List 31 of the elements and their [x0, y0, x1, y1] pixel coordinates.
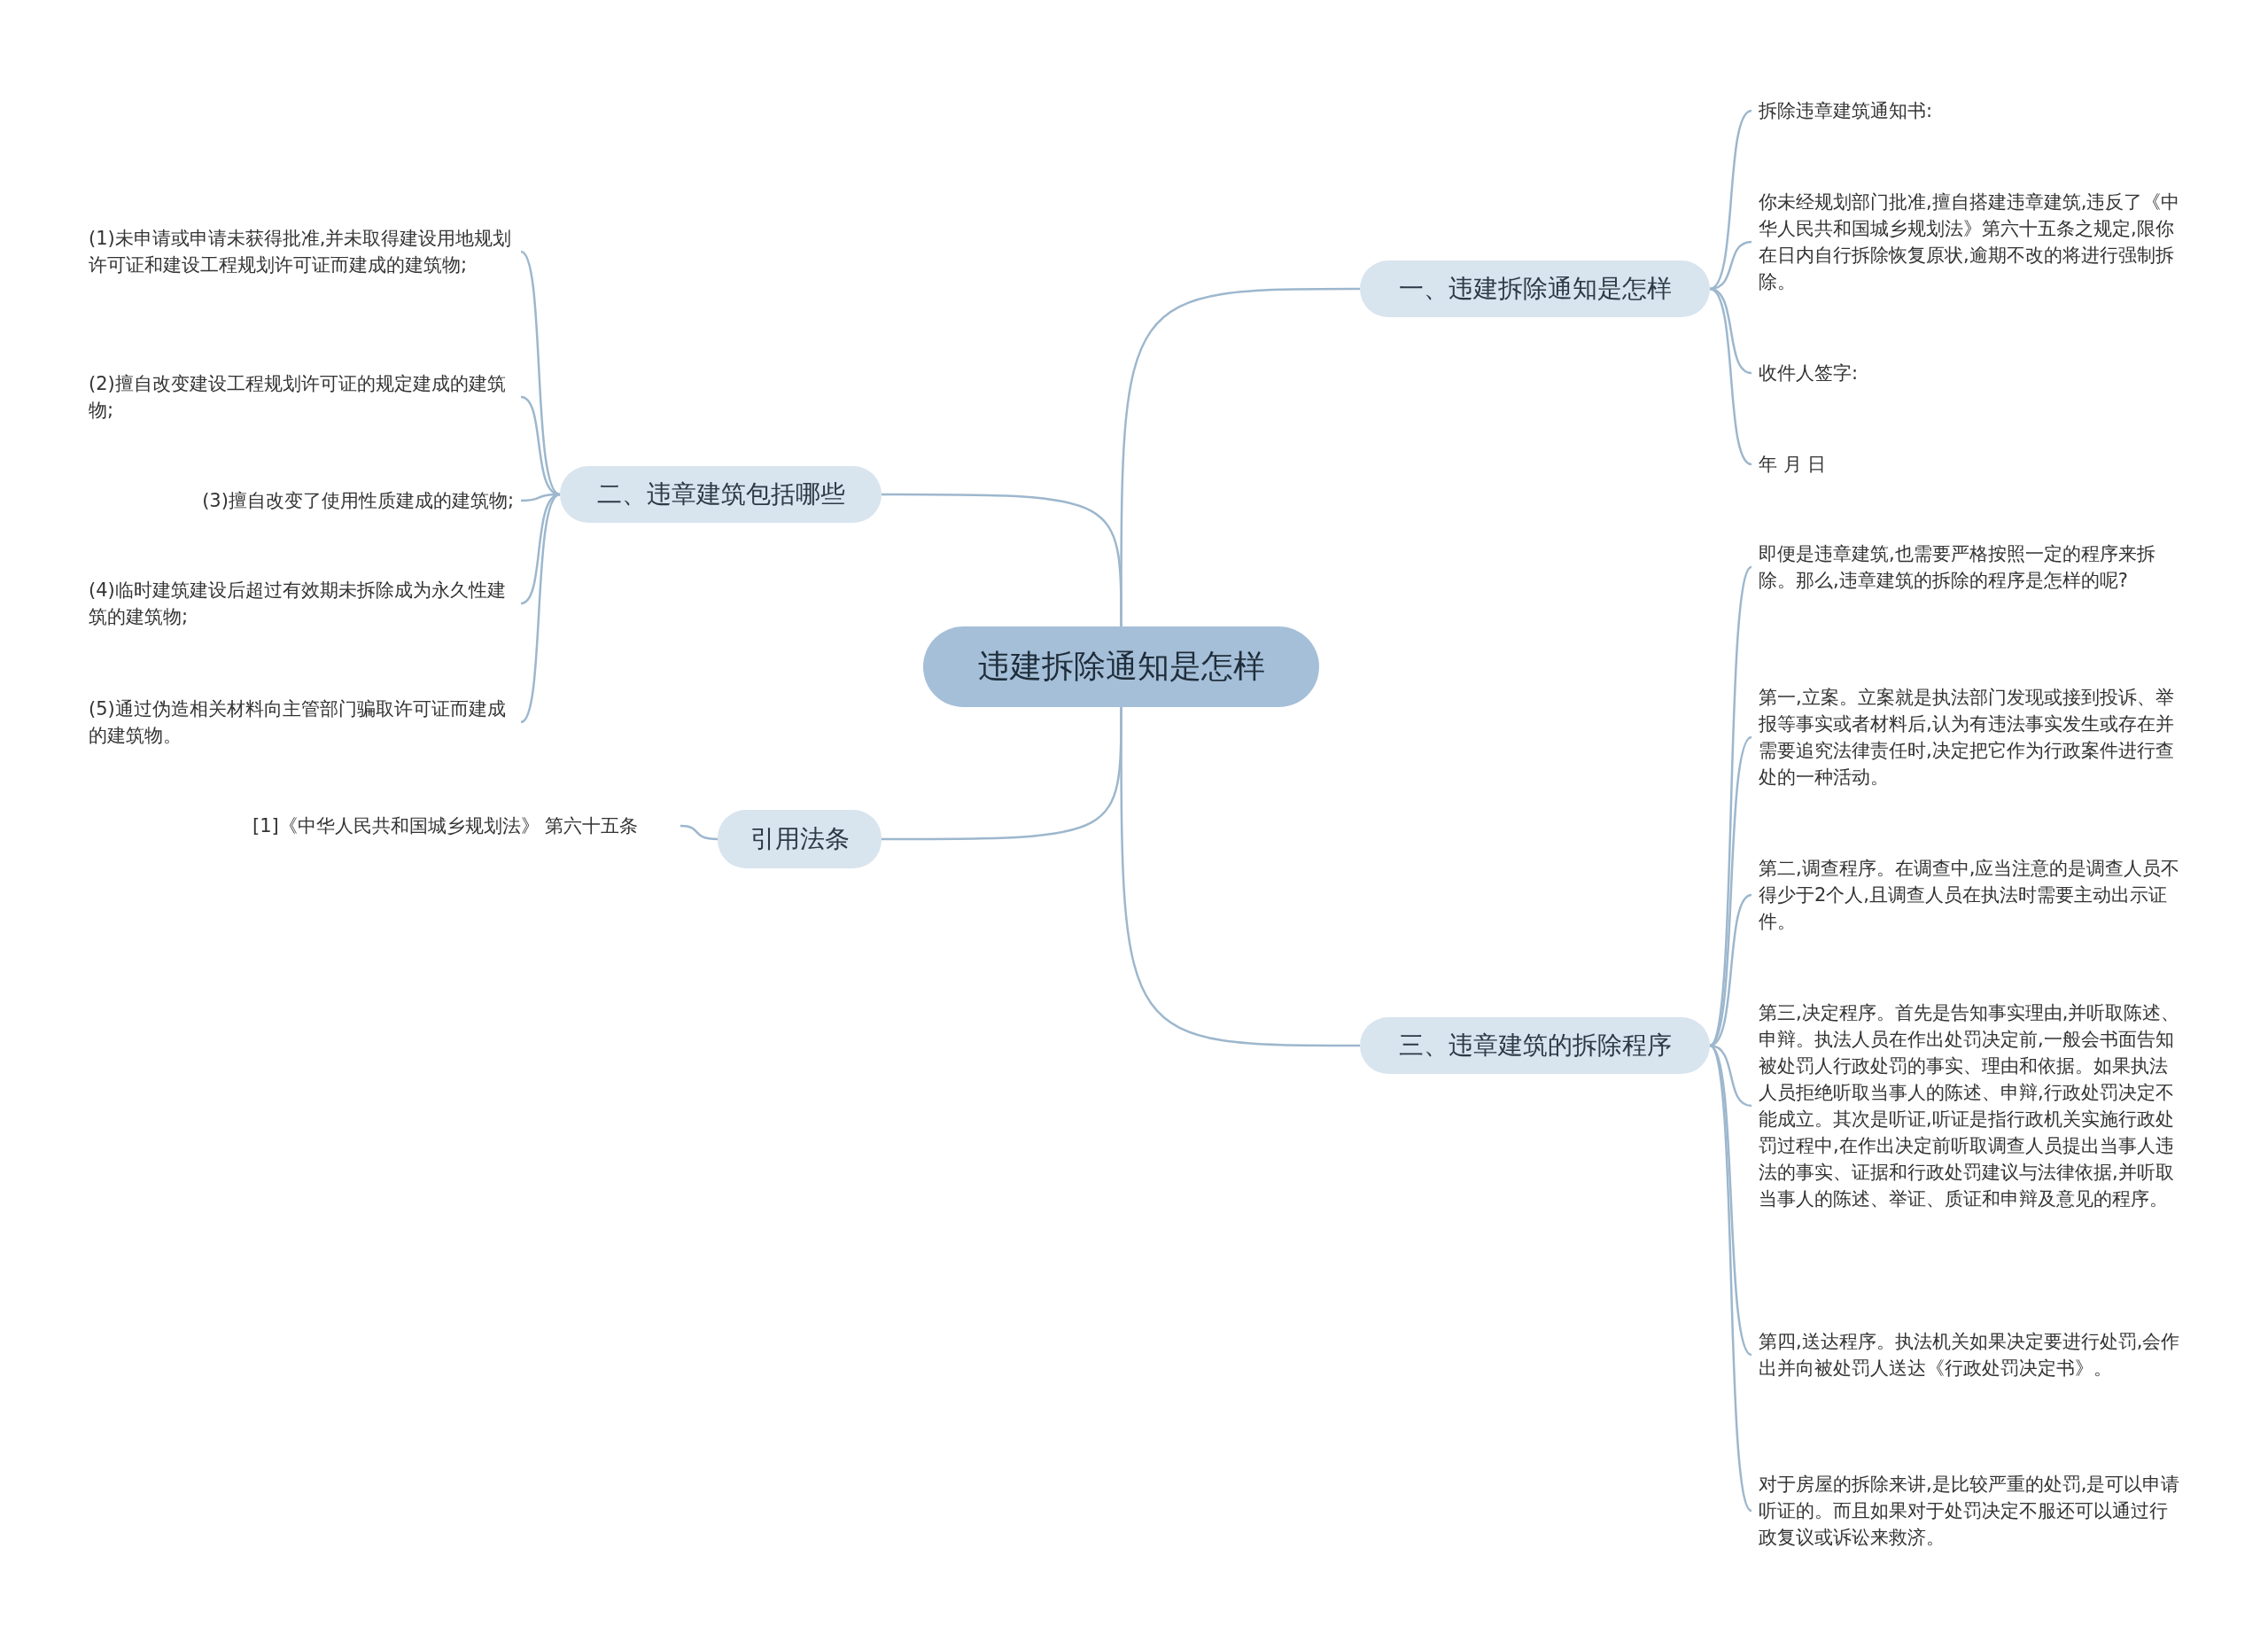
topic-text: 第一,立案。立案就是执法部门发现或接到投诉、举报等事实或者材料后,认为有违法事实发生或存在并需要追究法律责任时,决定把它作为行政案件进行查处的一种活动。: [1759, 684, 2184, 790]
topic-bubble: 二、违章建筑包括哪些: [560, 466, 882, 523]
connector: [520, 494, 561, 723]
topic-text: (5)通过伪造相关材料向主管部门骗取许可证而建成的建筑物。: [89, 696, 514, 749]
connector: [1709, 287, 1752, 466]
connector: [1709, 109, 1752, 291]
topic-text: 年 月 日: [1759, 451, 2184, 478]
topic-bubble: 引用法条: [718, 810, 882, 868]
topic-text: (3)擅自改变了使用性质建成的建筑物;: [89, 487, 514, 514]
topic-text: 你未经规划部门批准,擅自搭建违章建筑,违反了《中华人民共和国城乡规划法》第六十五条之规定,限你在日内自行拆除恢复原状,逾期不改的将进行强制拆除。: [1759, 189, 2184, 295]
topic-text: 即便是违章建筑,也需要严格按照一定的程序来拆除。那么,违章建筑的拆除的程序是怎样的呢?: [1759, 541, 2184, 594]
central-topic: 违建拆除通知是怎样: [923, 626, 1319, 707]
topic-bubble: 一、违建拆除通知是怎样: [1360, 261, 1710, 317]
topic-bubble: 三、违章建筑的拆除程序: [1360, 1017, 1710, 1074]
topic-text: 拆除违章建筑通知书:: [1759, 97, 2184, 124]
connector: [882, 493, 1122, 626]
topic-text: 第二,调查程序。在调查中,应当注意的是调查人员不得少于2个人,且调查人员在执法时需要主动出示证件。: [1759, 855, 2184, 935]
topic-text: (1)未申请或申请未获得批准,并未取得建设用地规划许可证和建设工程规划许可证而建成的建筑物;: [89, 225, 514, 278]
topic-text: 第三,决定程序。首先是告知事实理由,并听取陈述、申辩。执法人员在作出处罚决定前,一般会书面告知被处罚人行政处罚的事实、理由和依据。如果执法人员拒绝听取当事人的陈述、申辩,行政处罚决定不能成立。其次是听证,听证是指行政机关实施行政处罚过程中,在作出决定前听取调查人员提出当事人违法的事实、证据和行政处罚建议与法律依据,并听取当事人的陈述、举证、质证和申辩及意见的程序。: [1759, 1000, 2184, 1212]
connector: [520, 251, 561, 495]
connector: [680, 824, 718, 841]
topic-text: 对于房屋的拆除来讲,是比较严重的处罚,是可以申请听证的。而且如果对于处罚决定不服还可以通过行政复议或诉讼来救济。: [1759, 1471, 2184, 1551]
connector: [520, 395, 561, 496]
topic-text: [1]《中华人民共和国城乡规划法》 第六十五条: [252, 813, 673, 839]
connector: [1709, 240, 1752, 291]
topic-text: (4)临时建筑建设后超过有效期未拆除成为永久性建筑的建筑物;: [89, 577, 514, 630]
connector: [1708, 1045, 1753, 1512]
connector: [1120, 707, 1360, 1047]
topic-text: (2)擅自改变建设工程规划许可证的规定建成的建筑物;: [89, 370, 514, 424]
topic-text: 收件人签字:: [1759, 360, 2184, 386]
topic-text: 第四,送达程序。执法机关如果决定要进行处罚,会作出并向被处罚人送达《行政处罚决定书》。: [1759, 1328, 2184, 1381]
